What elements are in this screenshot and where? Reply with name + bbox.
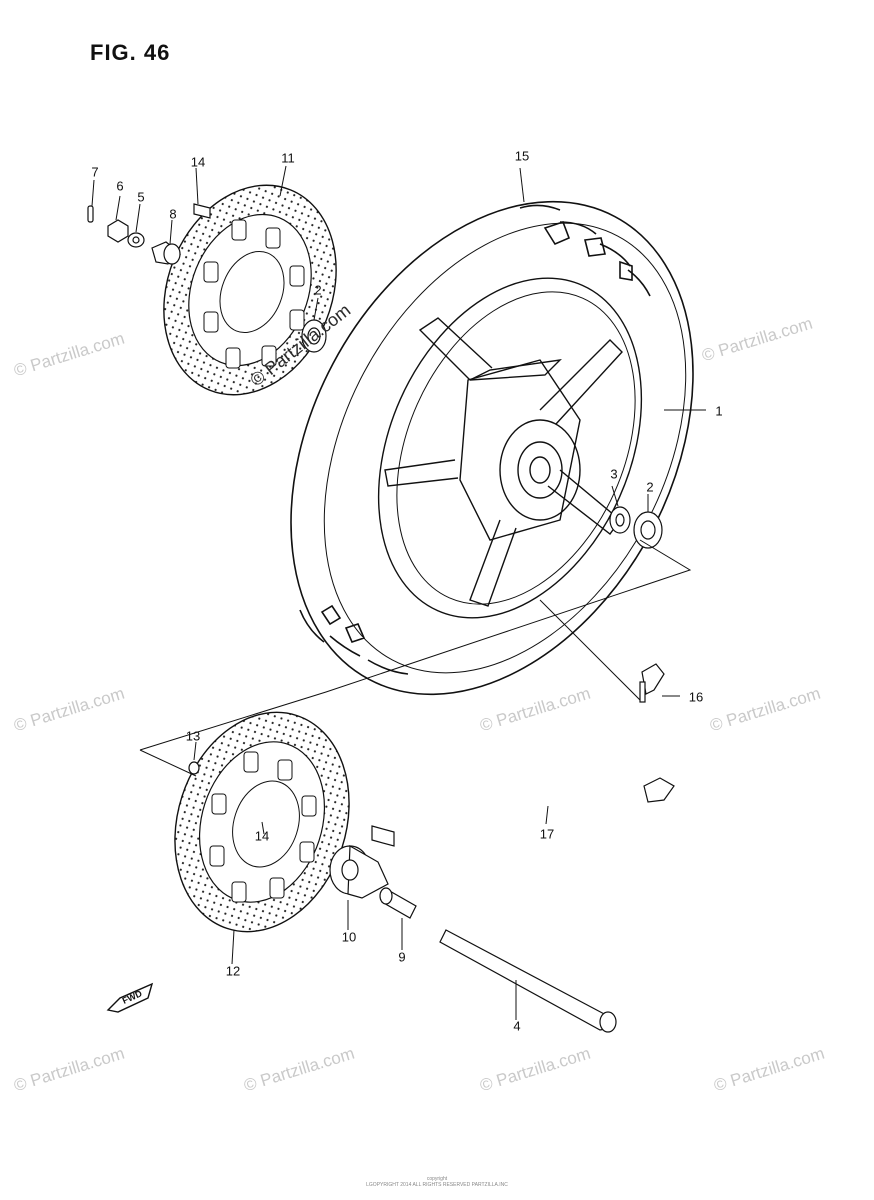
callout-10: 10: [341, 929, 357, 945]
figure-title: FIG. 46: [90, 40, 171, 65]
lower-parts: [188, 761, 617, 1033]
callout-9: 9: [398, 949, 406, 965]
callout-17: 17: [539, 826, 555, 842]
footer-line-1: copyright: [426, 1176, 448, 1182]
callout-14: 14: [190, 154, 206, 170]
callout-4: 4: [513, 1018, 521, 1034]
callout-6: 6: [116, 178, 124, 194]
callout-12: 12: [225, 963, 241, 979]
right-small-parts: [609, 506, 675, 803]
leader-lines: [91, 165, 706, 1020]
callout-16: 16: [688, 689, 704, 705]
callout-15: 15: [514, 148, 530, 164]
callout-7: 7: [91, 164, 99, 180]
fwd-arrow-icon: FWD: [106, 982, 154, 1013]
callout-2: 2: [314, 282, 322, 298]
footer-line-2: LGOPYRIGHT 2014 ALL RIGHTS RESERVED PART…: [366, 1182, 508, 1188]
callout-2: 2: [646, 479, 654, 495]
callout-3: 3: [610, 466, 618, 482]
callout-14: 14: [254, 828, 270, 844]
upper-small-parts: [87, 203, 327, 353]
callout-1: 1: [715, 403, 723, 419]
callout-8: 8: [169, 206, 177, 222]
callout-11: 11: [281, 150, 295, 166]
copyright-footer: copyright LGOPYRIGHT 2014 ALL RIGHTS RES…: [366, 1176, 508, 1188]
wheel-rim: [377, 277, 643, 619]
tire: [290, 200, 694, 696]
callout-5: 5: [137, 189, 145, 205]
callout-13: 13: [185, 728, 201, 744]
brake-disc-upper: [163, 184, 337, 396]
